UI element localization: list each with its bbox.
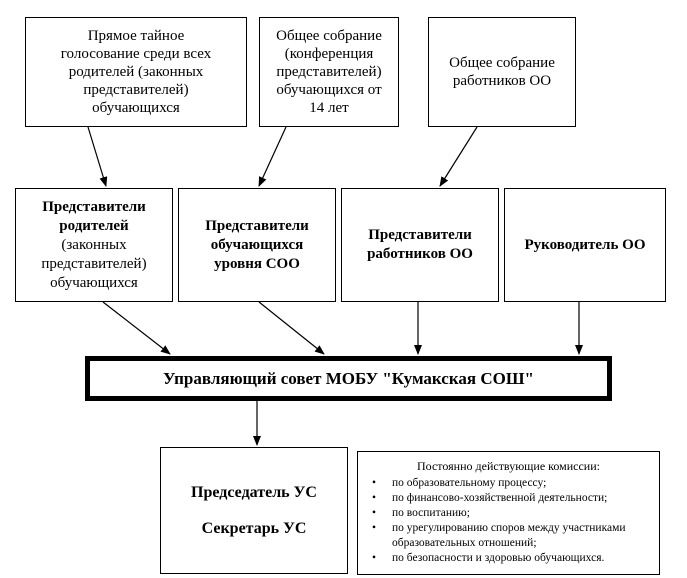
commission-item: по безопасности и здоровью обучающихся. [362, 551, 655, 566]
source-line: родителей (законных [68, 64, 204, 80]
source-line: Прямое тайное [87, 28, 185, 44]
commissions-box: Постоянно действующие комиссии: по образ… [357, 451, 660, 575]
rep-box-staff: Представители работников ОО [341, 188, 499, 302]
rep-detail-line: (законных [61, 236, 127, 253]
arrow-staff-meeting-to-staff [439, 126, 478, 187]
source-box-staff-meeting: Общее собрание работников ОО [428, 17, 576, 127]
source-line: представителей) [83, 82, 189, 98]
source-line: голосование среди всех [60, 46, 212, 62]
officers-box: Председатель УС Секретарь УС [160, 447, 348, 574]
commission-item: по воспитанию; [362, 506, 655, 521]
rep-title-line: Представители [205, 217, 309, 234]
arrow-students-to-council [258, 301, 325, 355]
rep-title-line: обучающихся [210, 236, 304, 253]
commission-item: по финансово-хозяйственной деятельности; [362, 491, 655, 506]
source-line: обучающихся [92, 100, 180, 116]
arrow-parents-to-council [102, 301, 171, 355]
rep-title-line: Представители [368, 227, 472, 243]
source-box-students-meeting: Общее собрание (конференция представителей… [259, 17, 399, 127]
rep-detail-line: обучающихся [50, 274, 138, 291]
commission-item: по образовательному процессу; [362, 476, 655, 491]
arrow-parents-vote-to-parents [87, 126, 108, 187]
source-line: (конференция [284, 46, 374, 62]
secretary-label: Секретарь УС [201, 519, 307, 537]
rep-box-director: Руководитель ОО [504, 188, 666, 302]
source-line: работников ОО [452, 73, 552, 89]
source-line: Общее собрание [276, 28, 382, 44]
rep-title-line: работников ОО [367, 246, 473, 262]
commissions-header: Постоянно действующие комиссии: [417, 459, 600, 473]
source-box-parents-vote: Прямое тайное голосование среди всех родит… [25, 17, 247, 127]
rep-detail-line: представителей) [41, 255, 147, 272]
source-line: представителей) [276, 64, 382, 80]
rep-title-line: Руководитель ОО [524, 236, 646, 253]
source-line: Общее собрание [449, 55, 555, 71]
council-box: Управляющий совет МОБУ "Кумакская СОШ" [85, 356, 612, 401]
rep-box-parents: Представители родителей (законных представи… [15, 188, 173, 302]
rep-title-line: уровня СОО [214, 255, 300, 272]
council-title: Управляющий совет МОБУ "Кумакская СОШ" [163, 368, 534, 388]
rep-title-line: родителей [59, 217, 129, 234]
rep-box-students: Представители обучающихся уровня СОО [178, 188, 336, 302]
arrow-students-meeting-to-students [258, 126, 287, 187]
chair-label: Председатель УС [191, 483, 317, 501]
rep-title-line: Представители [42, 198, 146, 215]
commissions-list: по образовательному процессу;по финансов… [362, 476, 655, 566]
commission-item: по урегулированию споров между участника… [362, 521, 655, 551]
source-line: обучающихся от [276, 82, 382, 98]
source-line: 14 лет [309, 100, 349, 116]
